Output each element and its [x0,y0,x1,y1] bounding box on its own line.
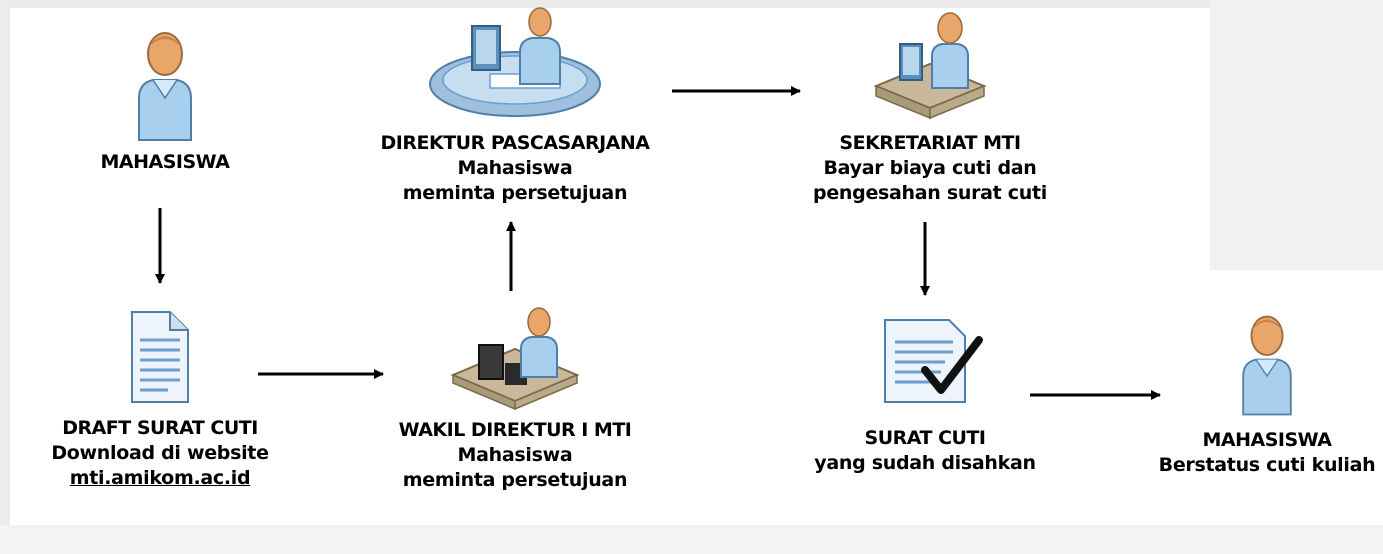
node-description: Bayar biaya cuti dan [823,157,1037,179]
background-strip [1210,0,1383,270]
desk-workstation-icon [450,307,580,410]
node-surat-cuti: SURAT CUTI yang sudah disahkan [790,318,1060,476]
node-draft-surat-cuti: DRAFT SURAT CUTI Download di website mti… [30,308,290,491]
node-description: meminta persetujuan [402,182,628,204]
node-title: SURAT CUTI [864,427,986,449]
node-title: MAHASISWA [1202,429,1332,451]
background-strip [0,0,10,554]
node-mahasiswa-start: MAHASISWA [55,28,275,175]
person-icon [1242,315,1292,416]
node-description: pengesahan surat cuti [813,182,1047,204]
node-description: meminta persetujuan [402,469,628,491]
workstation-platform-icon [429,7,601,117]
node-description: Berstatus cuti kuliah [1158,454,1376,476]
node-wakil-direktur: WAKIL DIREKTUR I MTI Mahasiswa meminta p… [365,305,665,493]
document-icon [131,311,189,403]
node-description: Download di website [51,442,269,464]
node-sekretariat-mti: SEKRETARIAT MTI Bayar biaya cuti dan pen… [780,10,1080,206]
node-title: DRAFT SURAT CUTI [62,417,258,439]
node-mahasiswa-end: MAHASISWA Berstatus cuti kuliah [1153,312,1381,478]
background-strip [0,525,1383,554]
node-description: Mahasiswa [457,157,573,179]
node-title: WAKIL DIREKTUR I MTI [398,419,632,441]
node-direktur-pascasarjana: DIREKTUR PASCASARJANA Mahasiswa meminta … [360,4,670,206]
node-description: Mahasiswa [457,444,573,466]
node-title: DIREKTUR PASCASARJANA [380,132,650,154]
approved-document-icon [884,319,983,403]
website-link[interactable]: mti.amikom.ac.id [69,467,251,489]
desk-workstation-icon [873,12,987,120]
node-description: yang sudah disahkan [814,452,1036,474]
node-title: SEKRETARIAT MTI [839,132,1021,154]
person-icon [138,32,192,141]
background-strip [0,0,1210,8]
node-title: MAHASISWA [100,151,230,173]
